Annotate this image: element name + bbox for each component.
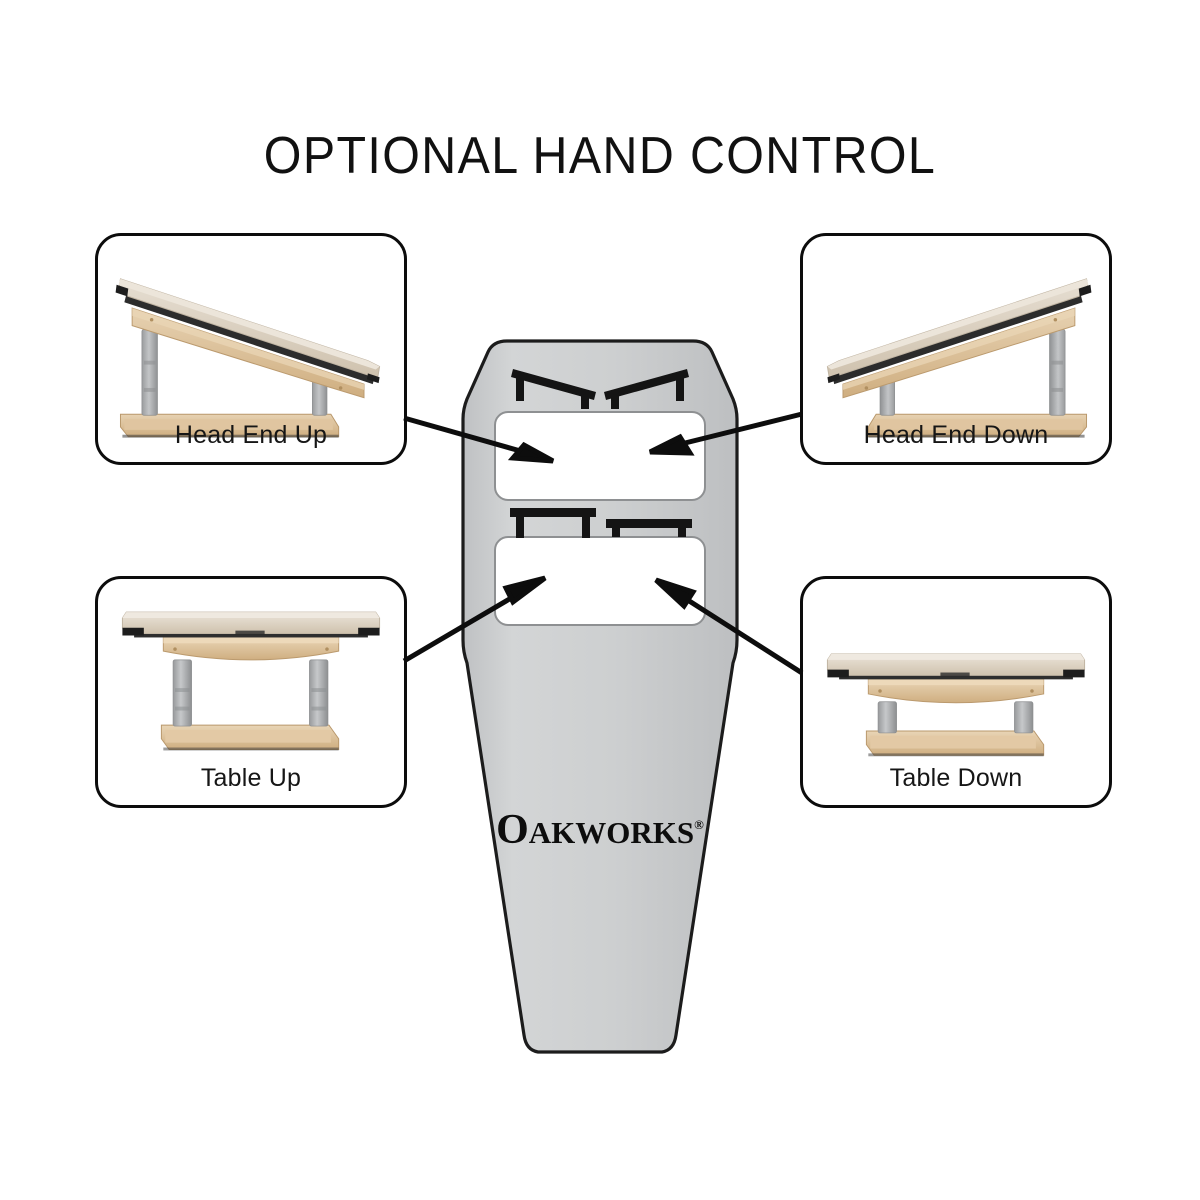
- arrow-table-up: [402, 575, 547, 664]
- page-title: OPTIONAL HAND CONTROL: [263, 127, 937, 185]
- table-raised-icon: [510, 508, 596, 538]
- logo-first-letter: O: [496, 807, 529, 853]
- callout-head-end-up[interactable]: Head End Up: [95, 233, 407, 465]
- callout-table-up[interactable]: Table Up: [95, 576, 407, 808]
- photo-massage-table-lowered-flat: [826, 653, 1086, 757]
- arrow-head-end-down: [648, 411, 803, 456]
- callout-label: Table Up: [200, 764, 302, 792]
- callout-label: Head End Up: [174, 421, 328, 449]
- table-head-up-icon: [511, 369, 596, 409]
- arrow-head-end-up: [403, 415, 555, 464]
- oakworks-logo: OAKWORKS®: [455, 806, 745, 854]
- callout-table-down[interactable]: Table Down: [800, 576, 1112, 808]
- photo-massage-table-head-end-raised: [115, 278, 381, 438]
- callout-label: Head End Down: [863, 421, 1049, 449]
- table-head-down-icon: [604, 369, 689, 409]
- callout-label: Table Down: [889, 764, 1023, 792]
- photo-massage-table-raised-flat: [121, 611, 381, 751]
- head-end-button-pad[interactable]: [494, 411, 706, 501]
- table-lowered-icon: [606, 519, 692, 537]
- table-height-button-pad[interactable]: [494, 536, 706, 626]
- photo-massage-table-head-end-lowered: [826, 278, 1092, 438]
- hand-control-remote[interactable]: [461, 339, 739, 1054]
- logo-rest: AKWORKS: [528, 815, 695, 850]
- registered-trademark-icon: ®: [694, 817, 704, 832]
- callout-head-end-down[interactable]: Head End Down: [800, 233, 1112, 465]
- arrow-table-down: [654, 577, 804, 676]
